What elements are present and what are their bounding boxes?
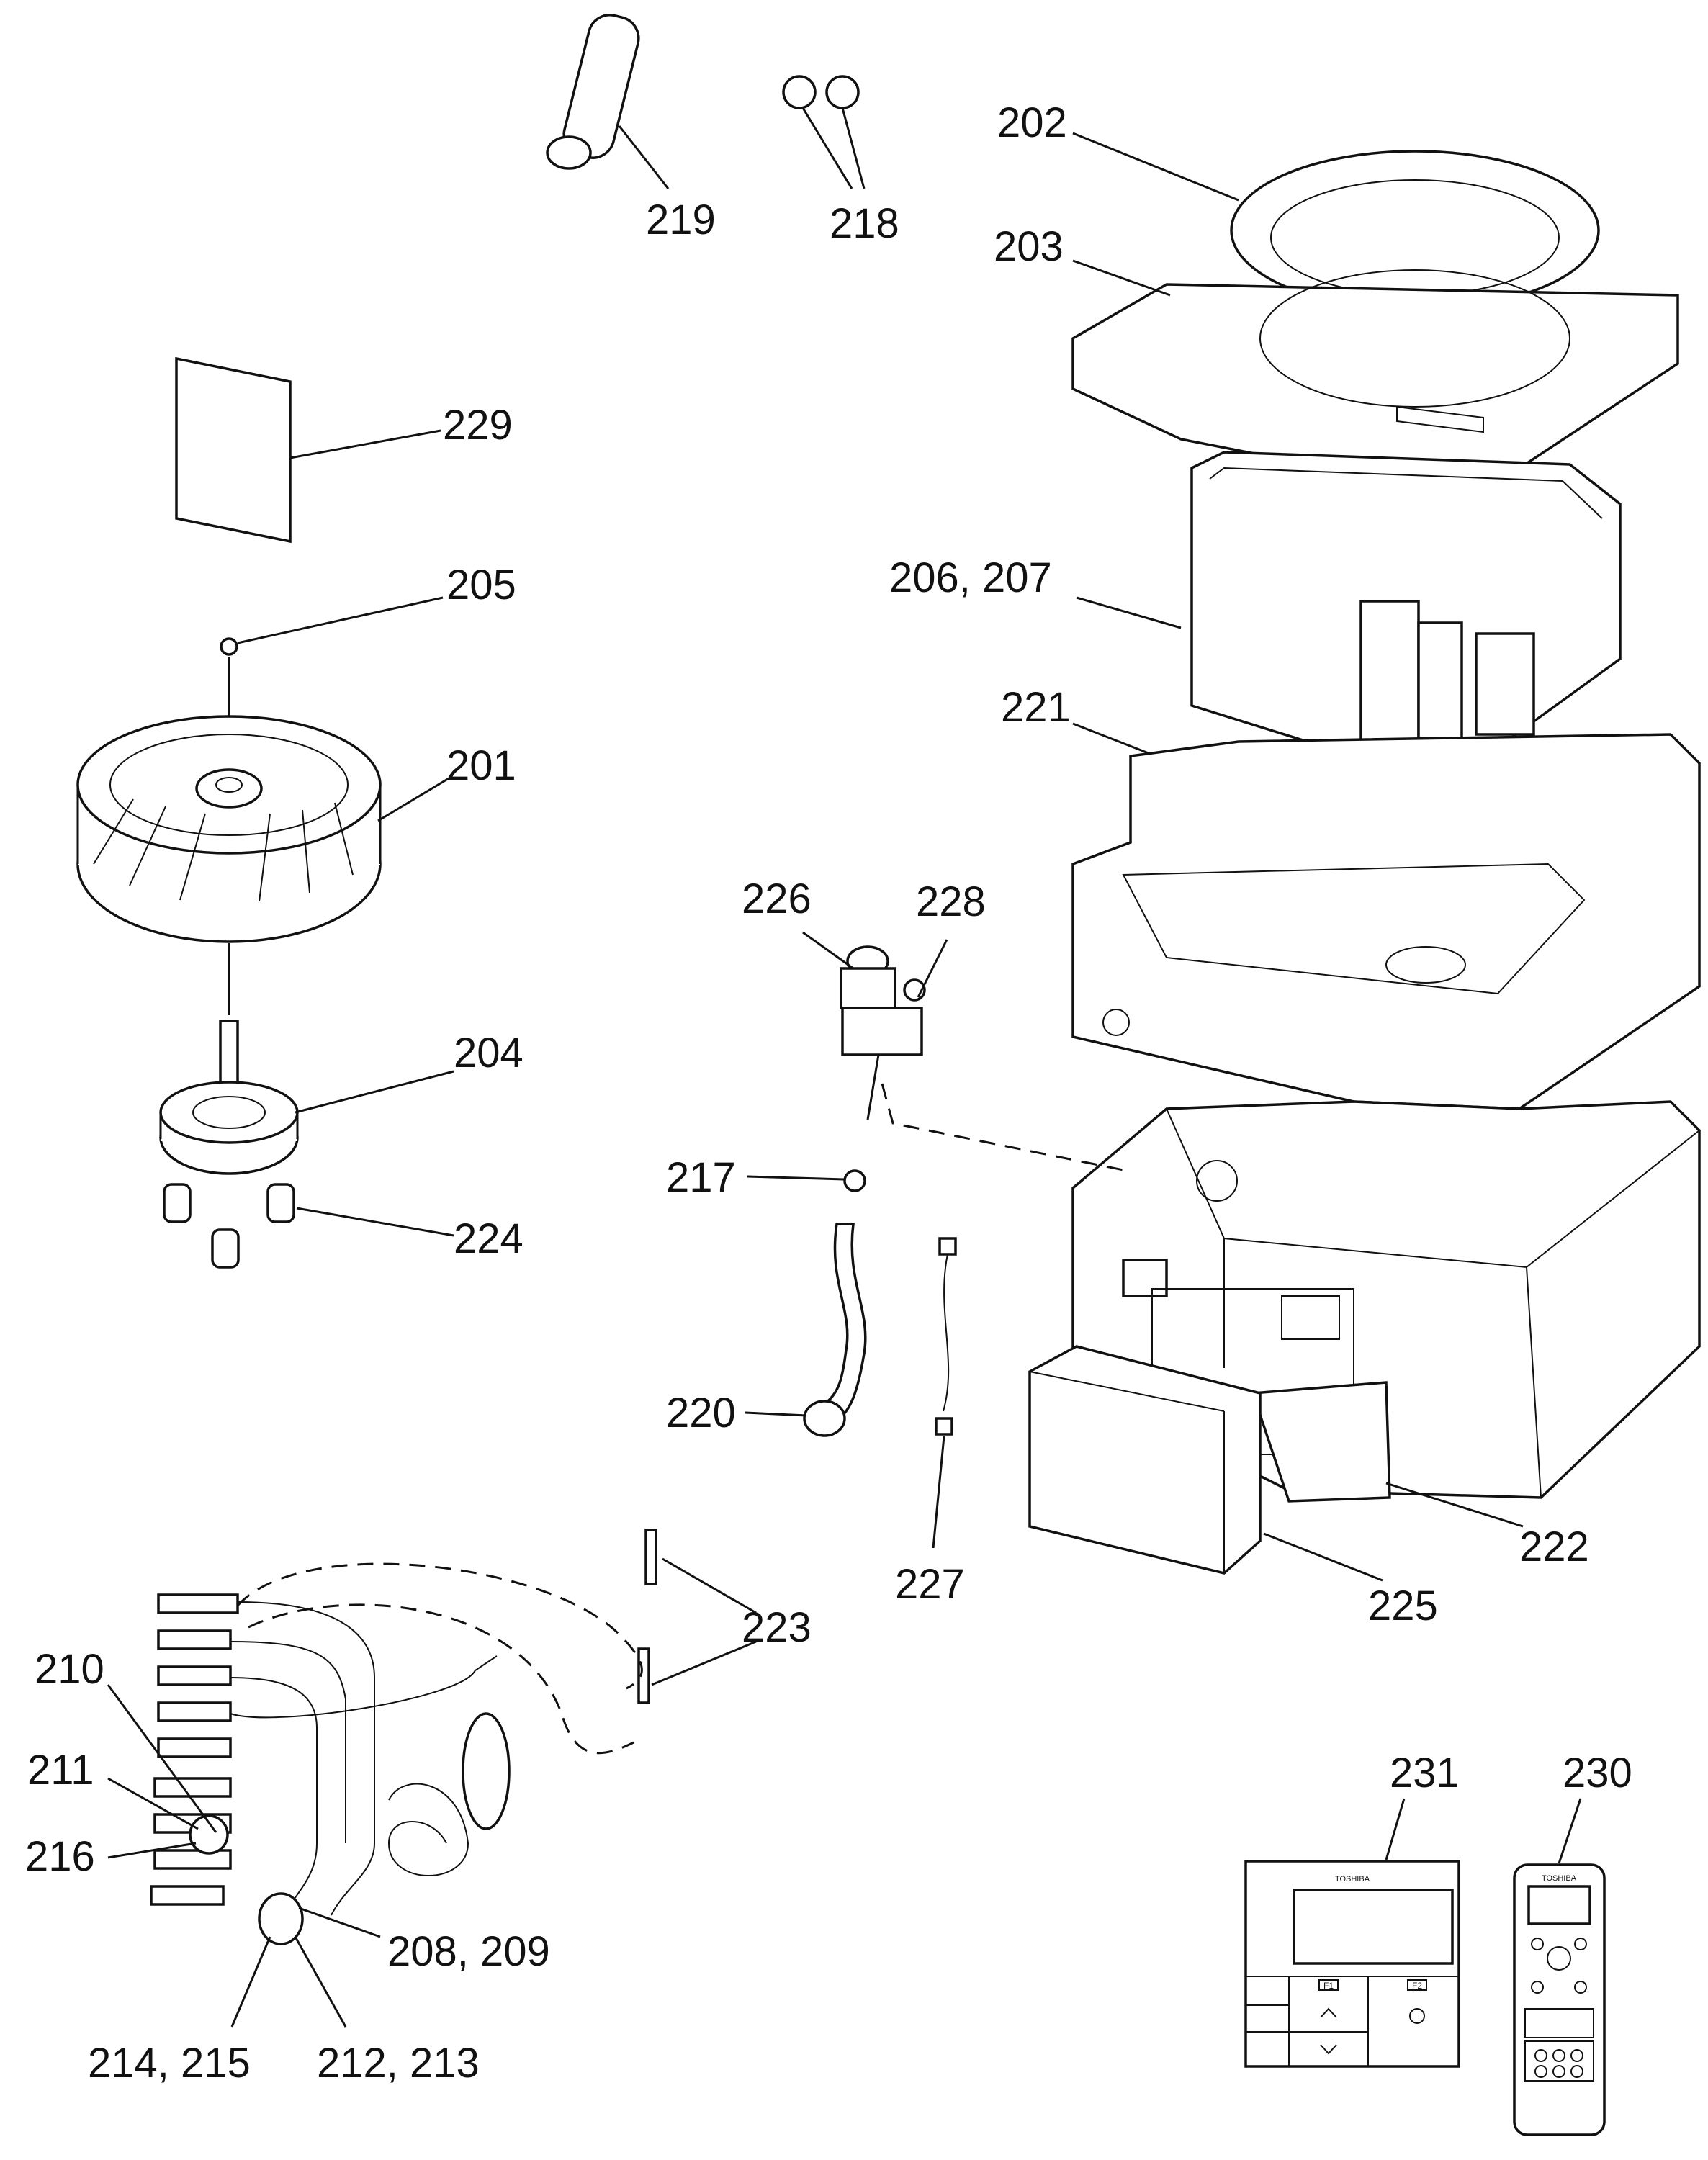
part-drain-pan bbox=[1071, 733, 1701, 1110]
callout-220: 220 bbox=[666, 1390, 736, 1436]
part-206-heat-exchanger bbox=[1190, 451, 1622, 785]
part-203-drain-frame bbox=[1071, 269, 1679, 498]
remote-brand: TOSHIBA bbox=[1542, 1874, 1577, 1883]
leader-205 bbox=[237, 596, 444, 644]
leader-206 bbox=[1076, 596, 1182, 629]
part-218-clamps bbox=[782, 75, 860, 109]
part-piping-assembly bbox=[150, 1593, 511, 1945]
callout-214-215: 214, 215 bbox=[88, 2040, 251, 2087]
callout-218: 218 bbox=[830, 200, 899, 247]
callout-226: 226 bbox=[742, 876, 812, 922]
leader-223a bbox=[662, 1557, 757, 1614]
callout-203: 203 bbox=[994, 223, 1064, 270]
hidden-line-223b bbox=[248, 1603, 634, 1755]
leader-212 bbox=[294, 1936, 347, 2028]
leader-223b bbox=[651, 1640, 757, 1686]
leader-229 bbox=[289, 429, 441, 459]
callout-225: 225 bbox=[1368, 1583, 1438, 1629]
leader-218b bbox=[841, 107, 866, 189]
callout-212-213: 212, 213 bbox=[317, 2040, 480, 2087]
leader-219 bbox=[618, 125, 670, 189]
callout-219: 219 bbox=[646, 197, 716, 243]
leader-225 bbox=[1263, 1532, 1383, 1582]
callout-206-207: 206, 207 bbox=[889, 554, 1052, 601]
part-217-clip bbox=[843, 1169, 866, 1192]
part-226-228-valve bbox=[840, 945, 926, 1120]
wired-key-f2: F2 bbox=[1412, 1981, 1422, 1991]
callout-224: 224 bbox=[454, 1215, 523, 1262]
part-227-lead-wire bbox=[935, 1237, 957, 1436]
leader-228 bbox=[917, 939, 948, 998]
wired-key-down-icon bbox=[1320, 2044, 1337, 2055]
leader-220 bbox=[745, 1411, 807, 1417]
leader-230 bbox=[1558, 1798, 1582, 1864]
callout-208-209: 208, 209 bbox=[387, 1928, 550, 1975]
leader-226 bbox=[802, 931, 854, 970]
callout-227: 227 bbox=[895, 1561, 965, 1608]
part-201-fan bbox=[76, 715, 382, 943]
leader-217 bbox=[747, 1175, 845, 1181]
callout-217: 217 bbox=[666, 1154, 736, 1201]
leader-210 bbox=[107, 1684, 217, 1833]
leader-214 bbox=[230, 1936, 271, 2028]
hidden-line-valve bbox=[881, 1083, 1124, 1171]
callout-223: 223 bbox=[742, 1604, 812, 1651]
leader-222 bbox=[1385, 1482, 1524, 1528]
callout-222: 222 bbox=[1519, 1524, 1589, 1570]
part-204-motor bbox=[159, 1020, 299, 1175]
part-205-nut bbox=[220, 637, 238, 656]
leader-204 bbox=[295, 1070, 454, 1114]
callout-229: 229 bbox=[443, 402, 513, 449]
leader-231 bbox=[1385, 1798, 1406, 1860]
leader-216 bbox=[107, 1842, 197, 1859]
leader-203 bbox=[1072, 259, 1171, 297]
callout-216: 216 bbox=[25, 1833, 95, 1880]
part-219-strainer bbox=[546, 14, 640, 170]
leader-224 bbox=[296, 1207, 454, 1237]
leader-218a bbox=[801, 107, 853, 189]
callout-230: 230 bbox=[1563, 1750, 1632, 1796]
wired-key-up-icon bbox=[1320, 2007, 1337, 2018]
callout-231: 231 bbox=[1390, 1750, 1460, 1796]
part-224-mounts bbox=[163, 1183, 295, 1269]
part-225-electrical-box bbox=[1028, 1345, 1262, 1575]
callout-201: 201 bbox=[446, 742, 516, 789]
hidden-line-223a bbox=[236, 1562, 643, 1690]
callout-210: 210 bbox=[35, 1646, 104, 1693]
part-229-sheet bbox=[175, 356, 292, 544]
part-231-wired-controller: TOSHIBA F1 F2 bbox=[1244, 1860, 1460, 2068]
wired-controller-brand: TOSHIBA bbox=[1335, 1875, 1370, 1884]
callout-204: 204 bbox=[454, 1030, 523, 1076]
callout-202: 202 bbox=[997, 99, 1067, 146]
leader-227 bbox=[932, 1436, 945, 1549]
wired-key-f1: F1 bbox=[1323, 1981, 1334, 1991]
part-230-wireless-remote: TOSHIBA bbox=[1513, 1863, 1606, 2136]
leader-211 bbox=[107, 1777, 199, 1830]
callout-228: 228 bbox=[916, 878, 986, 925]
callout-205: 205 bbox=[446, 562, 516, 608]
callout-211: 211 bbox=[27, 1747, 94, 1794]
part-222-partition bbox=[1251, 1381, 1391, 1503]
leader-201 bbox=[377, 776, 451, 822]
part-220-drain-hose bbox=[822, 1223, 867, 1424]
leader-202 bbox=[1072, 132, 1239, 202]
wired-key-power-icon bbox=[1409, 2008, 1425, 2024]
callout-221: 221 bbox=[1001, 684, 1071, 731]
leader-208 bbox=[298, 1907, 381, 1938]
